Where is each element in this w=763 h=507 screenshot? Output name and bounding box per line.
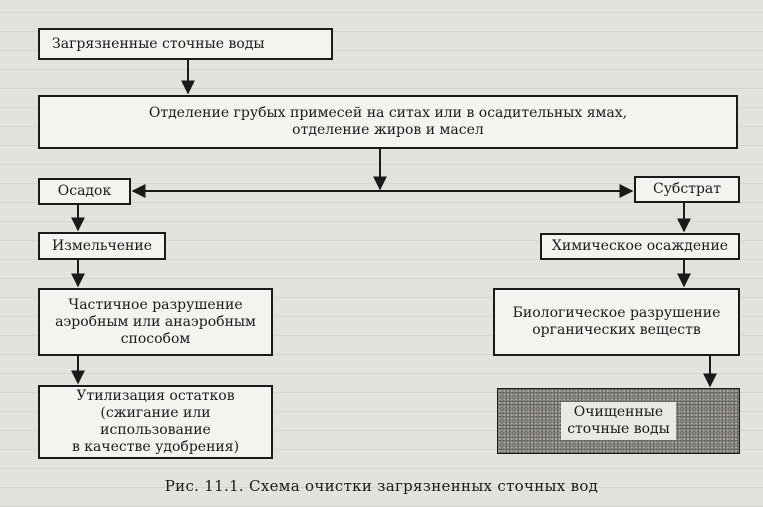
node-substrate: Субстрат [634, 176, 740, 203]
node-grinding: Измельчение [38, 232, 166, 260]
node-partial-destruction-label: Частичное разрушение аэробным или анаэро… [55, 296, 256, 347]
node-residue-utilization: Утилизация остатков (сжигание или исполь… [38, 385, 273, 459]
node-chemical-precipitation: Химическое осаждение [540, 233, 740, 260]
node-substrate-label: Субстрат [652, 181, 722, 197]
node-wastewater-label: Загрязненные сточные воды [52, 35, 265, 52]
node-residue-utilization-label: Утилизация остатков (сжигание или исполь… [71, 388, 240, 455]
node-coarse-separation: Отделение грубых примесей на ситах или в… [38, 95, 738, 149]
node-purified-water: Очищенные сточные воды [497, 388, 740, 454]
node-coarse-separation-label: Отделение грубых примесей на ситах или в… [148, 105, 628, 138]
figure-caption: Рис. 11.1. Схема очистки загрязненных ст… [164, 477, 599, 495]
node-biological-destruction-label: Биологическое разрушение органических ве… [512, 305, 721, 338]
node-biological-destruction: Биологическое разрушение органических ве… [493, 288, 740, 356]
node-chemical-precipitation-label: Химическое осаждение [551, 238, 729, 254]
node-purified-water-label: Очищенные сточные воды [561, 402, 676, 440]
node-wastewater: Загрязненные сточные воды [38, 28, 333, 60]
node-sediment: Осадок [38, 178, 131, 205]
node-grinding-label: Измельчение [51, 237, 153, 254]
node-partial-destruction: Частичное разрушение аэробным или анаэро… [38, 288, 273, 356]
node-sediment-label: Осадок [57, 183, 112, 199]
